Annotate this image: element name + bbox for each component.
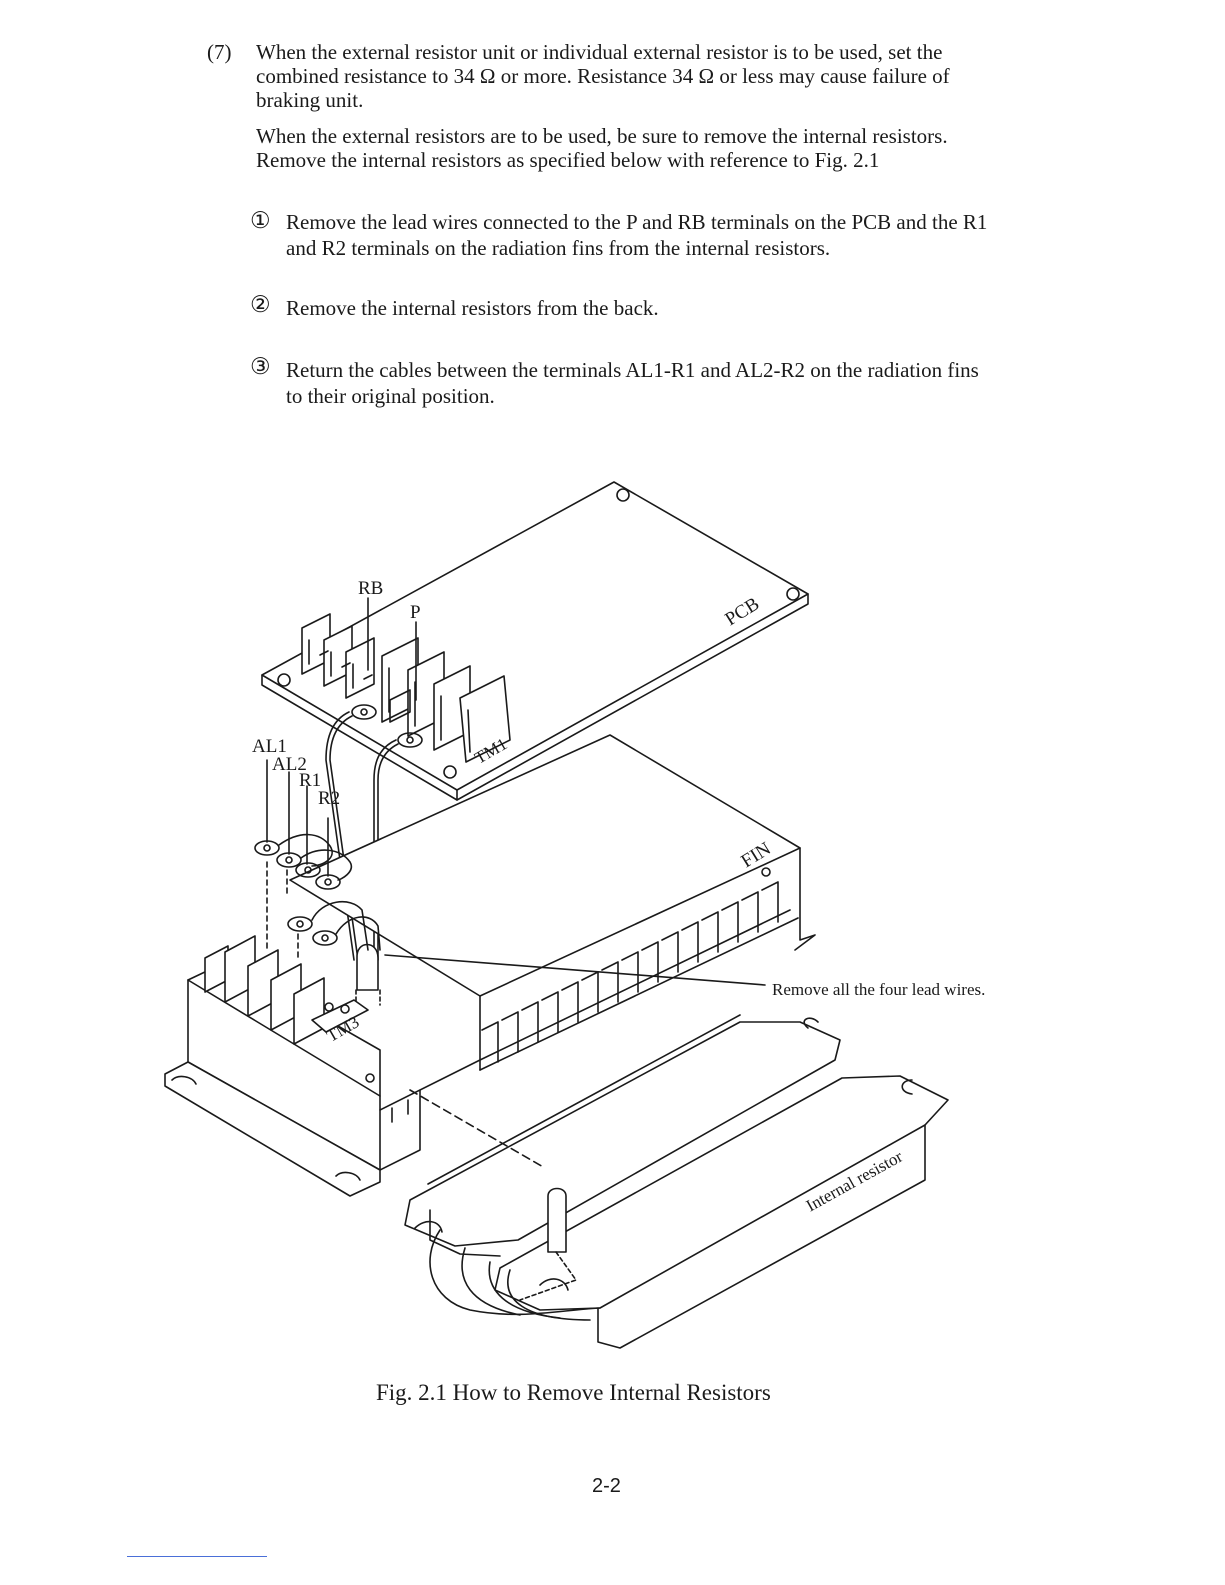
text-line: Remove the lead wires connected to the P… [286, 210, 988, 234]
label-al2: AL2 [272, 754, 307, 775]
label-rb: RB [358, 578, 383, 599]
label-r2: R2 [318, 788, 340, 809]
tm1-terminal-block [301, 613, 511, 763]
pcb-lead-wires [325, 704, 423, 1006]
tm3-terminal-block [164, 935, 481, 1197]
page-number: 2-2 [592, 1475, 621, 1497]
step-marker: ① [250, 208, 271, 233]
fin-ring-terminals [254, 759, 381, 959]
text-line: braking unit. [256, 88, 364, 112]
label-r1: R1 [299, 770, 321, 791]
text-line: to their original position. [286, 384, 495, 408]
text-line: When the external resistor unit or indiv… [256, 40, 943, 64]
text-line: combined resistance to 34 Ω or more. Res… [256, 64, 950, 88]
text-line: Remove the internal resistors as specifi… [256, 148, 880, 172]
text-line: and R2 terminals on the radiation fins f… [286, 236, 831, 260]
radiation-fin [289, 734, 816, 1071]
bottom-divider [127, 1556, 267, 1557]
step-marker: ③ [250, 354, 271, 379]
step-marker: ② [250, 292, 271, 317]
text-line: When the external resistors are to be us… [256, 124, 948, 148]
text-line: Return the cables between the terminals … [286, 358, 979, 382]
item-number: (7) [207, 40, 232, 64]
figure-caption: Fig. 2.1 How to Remove Internal Resistor… [376, 1380, 771, 1405]
text-line: Remove the internal resistors from the b… [286, 296, 659, 320]
callout-leader-line [384, 954, 766, 986]
label-callout: Remove all the four lead wires. [772, 980, 985, 999]
label-p: P [410, 602, 421, 623]
label-al1: AL1 [252, 736, 287, 757]
internal-resistors [404, 1014, 949, 1349]
